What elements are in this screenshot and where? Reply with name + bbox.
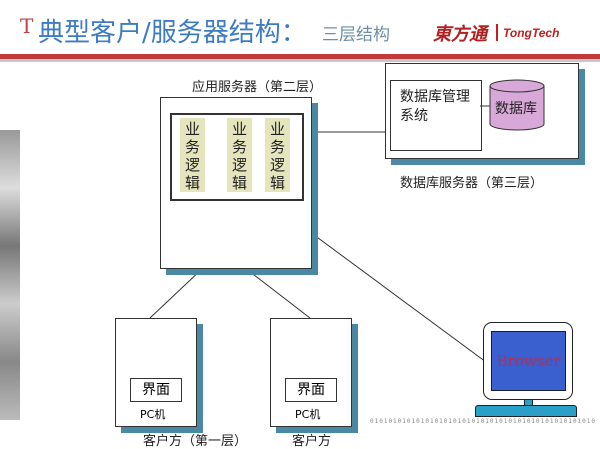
dbms-label: 数据库管理系统 bbox=[400, 89, 470, 124]
logic-block: 业务逻辑 bbox=[265, 118, 290, 192]
binary-decoration: 0101010101010101010101010101010101010101… bbox=[370, 418, 597, 425]
client-machine-label: PC机 bbox=[140, 408, 166, 421]
client-pc-1 bbox=[115, 318, 197, 427]
client-pc-2 bbox=[270, 318, 352, 427]
client-ui-box: 界面 bbox=[130, 378, 182, 402]
logo-cn: 東方通 bbox=[433, 24, 487, 45]
dbms-box bbox=[390, 80, 482, 151]
browser-screen: Browser bbox=[491, 331, 566, 391]
logo-en: TongTech bbox=[503, 26, 560, 40]
app-server-label: 应用服务器（第二层） bbox=[192, 80, 323, 95]
page-subtitle: 三层结构 bbox=[322, 25, 390, 45]
monitor-base bbox=[475, 405, 577, 417]
header-divider-shadow bbox=[0, 59, 600, 62]
line-app-client1 bbox=[149, 267, 204, 319]
database-cylinder-icon bbox=[480, 79, 545, 131]
client-label: 客户方 bbox=[292, 434, 332, 449]
client-ui-box: 界面 bbox=[285, 378, 337, 402]
client-tier-label: 客户方（第一层） bbox=[143, 434, 248, 449]
client-machine-label: PC机 bbox=[295, 408, 321, 421]
logic-block: 业务逻辑 bbox=[227, 118, 252, 192]
decorative-photo-strip bbox=[0, 130, 20, 420]
database-label: 数据库 bbox=[495, 101, 537, 117]
logic-block: 业务逻辑 bbox=[180, 118, 205, 192]
logo-t-icon: T bbox=[20, 14, 34, 38]
page-title: 典型客户/服务器结构： bbox=[38, 18, 307, 48]
header-divider bbox=[0, 54, 600, 59]
logo-separator bbox=[496, 24, 498, 41]
line-app-client2 bbox=[244, 267, 311, 319]
line-app-browser bbox=[309, 231, 487, 363]
db-server-label: 数据库服务器（第三层） bbox=[400, 176, 544, 191]
